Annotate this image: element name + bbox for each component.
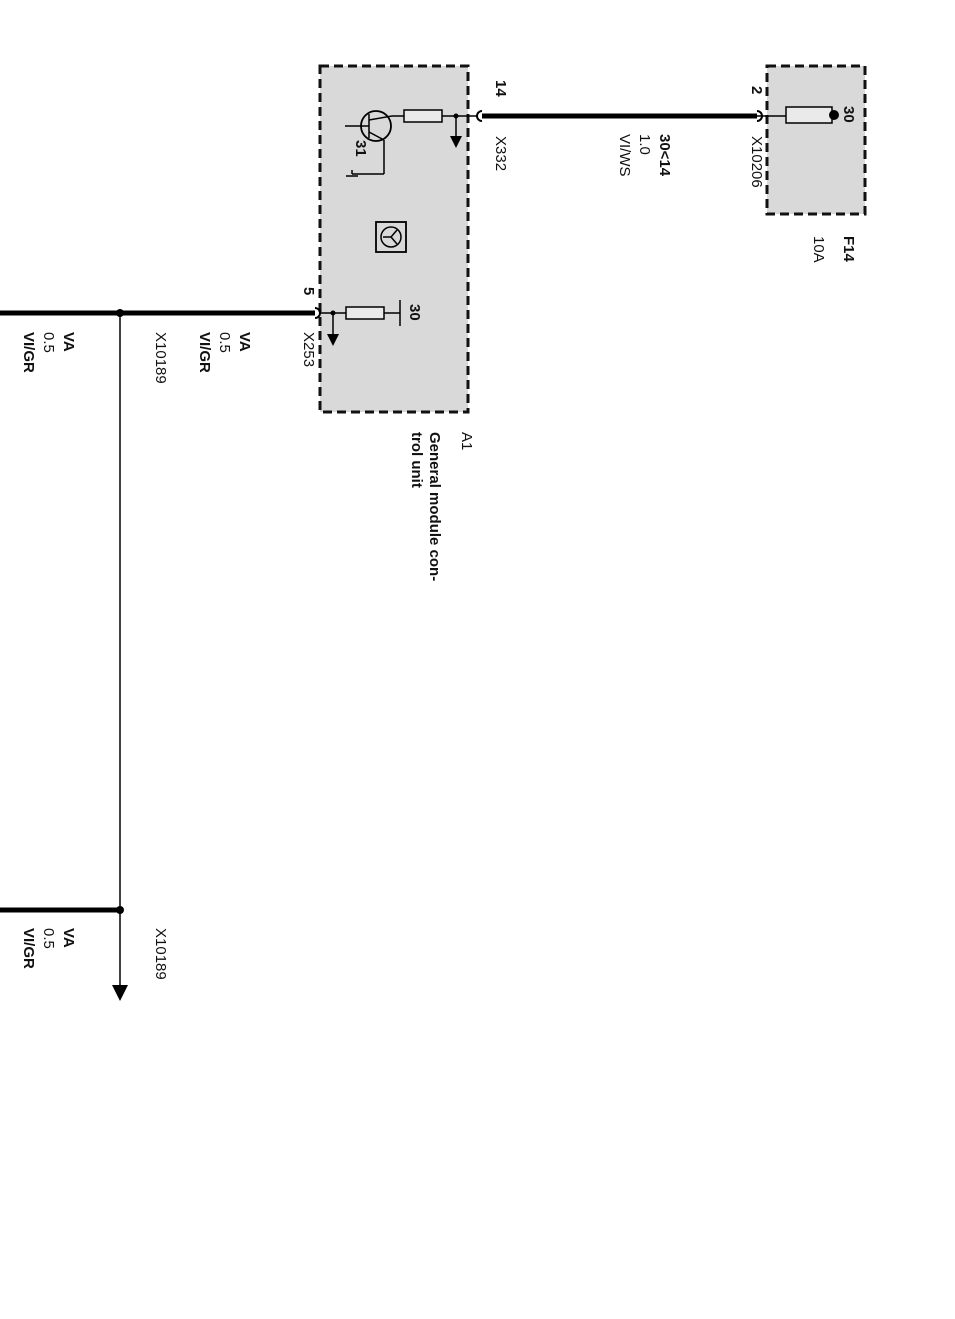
module-top-circuit [345,109,483,177]
splice-connector-1-label: X10189 [152,332,169,384]
module-box [318,64,470,414]
fuse-terminal-label: 30 [840,106,857,123]
branch-2-color-label: VI/GR [20,928,37,969]
module-bottom-circuit [314,300,401,346]
module-pin-top-label: 14 [492,80,509,97]
module-ref-label: A1 [458,432,475,450]
fuse-box [765,64,867,216]
module-name-line2: trol unit [408,432,425,488]
fuse-connector-label: X10206 [748,136,765,188]
fuse-symbol [757,106,839,124]
branch-1-circuit-label: VA [60,332,77,352]
wire-top-circuit-label: 30<14 [656,134,673,177]
branch-2-gauge-label: 0.5 [40,928,57,949]
branch-2-circuit-label: VA [60,928,77,948]
module-pin-bottom-label: 5 [300,287,317,295]
wire-top-color-label: VI/WS [616,134,633,177]
wire-mid-circuit-label: VA [236,332,253,352]
splice-arrow [112,985,128,1001]
module-terminal-bottom-label: 30 [406,304,423,321]
wire-mid-color-label: VI/GR [196,332,213,373]
wire-module-to-splice [116,309,315,317]
module-ground-label: 31 [352,140,369,157]
fuse-ref-label: F14 [840,236,857,263]
fuse-pin-label: 2 [748,86,765,94]
wire-fuse-to-module [482,110,763,122]
wire-top-gauge-label: 1.0 [636,134,653,155]
branch-1-color-label: VI/GR [20,332,37,373]
module-connector-top-label: X332 [492,136,509,171]
fuse-rating-label: 10A [810,236,827,263]
module-connector-bottom-label: X253 [300,332,317,367]
branch-2-junction [116,906,124,914]
branch-1-gauge-label: 0.5 [40,332,57,353]
wire-mid-gauge-label: 0.5 [216,332,233,353]
module-name-line1: General module con- [426,432,443,581]
module-function-icon [375,221,407,253]
splice-connector-2-label: X10189 [152,928,169,980]
